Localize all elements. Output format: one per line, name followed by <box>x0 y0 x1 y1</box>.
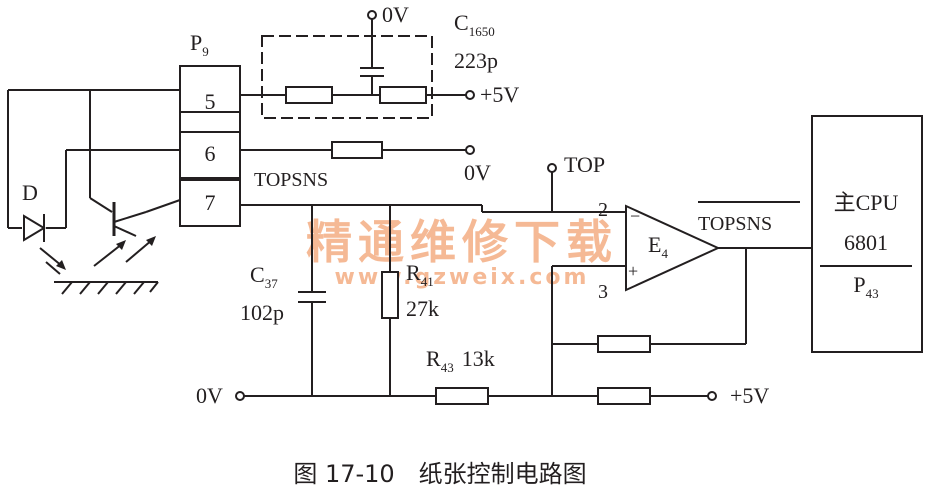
zero-v-top-label: 0V <box>382 2 409 27</box>
plus5v-top-label: +5V <box>480 82 519 107</box>
opamp-e4: 2 3 − + E4 TOPSNS <box>551 199 812 396</box>
plus5v-top-terminal <box>465 90 475 100</box>
opamp-pin3-label: 3 <box>598 281 608 303</box>
phototransistor-icon <box>146 236 156 246</box>
figure-caption: 图 17-10 纸张控制电路图 <box>293 460 586 488</box>
resistor-r41 <box>381 271 399 319</box>
topsns-left-label: TOPSNS <box>254 169 328 191</box>
c37-label: C37 <box>250 262 278 291</box>
cpu-port-label: P43 <box>853 272 878 301</box>
opamp-pin2-label: 2 <box>598 199 608 221</box>
pin6-ground-line: 0V <box>240 141 491 185</box>
p9-pin5-cell <box>179 65 241 113</box>
c1650-label: C1650 <box>454 10 495 39</box>
opamp-plus-label: + <box>628 261 638 281</box>
pin7-label: 7 <box>205 190 216 215</box>
resistor-left-top <box>285 86 333 104</box>
cpu-box <box>811 115 923 353</box>
plus5v-bottom-terminal <box>707 391 717 401</box>
connector-p9: P9 5 6 7 <box>179 30 241 227</box>
cpu-title: 主CPU <box>834 190 899 215</box>
cpu-model: 6801 <box>844 230 888 255</box>
diode-d-icon <box>23 214 46 242</box>
opamp-minus-label: − <box>630 206 640 226</box>
e4-label: E4 <box>648 232 668 261</box>
c1650-value: 223p <box>454 48 498 73</box>
resistor-right-top <box>379 86 427 104</box>
zero-v-mid-label: 0V <box>464 160 491 185</box>
c1650-network: 0V C1650 223p +5V <box>240 2 519 119</box>
resistor-feedback <box>597 335 651 353</box>
watermark-url: www.gzweix.com <box>335 265 590 290</box>
optical-sensor: D <box>7 89 181 295</box>
r41-label: R41 <box>406 260 434 289</box>
top-terminal <box>547 163 557 173</box>
p9-pin7-cell <box>179 179 241 227</box>
watermark-title: 精通维修下载 <box>306 215 618 269</box>
r41-value: 27k <box>406 296 439 321</box>
main-cpu: 主CPU 6801 P43 <box>811 115 923 353</box>
zero-v-bottom-terminal <box>235 391 245 401</box>
watermark: 精通维修下载 www.gzweix.com <box>306 215 618 290</box>
pin6-label: 6 <box>205 141 216 166</box>
p9-pin6-cell <box>179 131 241 179</box>
zero-v-mid-terminal <box>465 145 475 155</box>
topsns-right-label: TOPSNS <box>698 213 772 235</box>
zero-v-top-terminal <box>367 10 377 20</box>
p9-label: P9 <box>190 30 209 59</box>
resistor-pin6 <box>331 141 383 159</box>
resistor-bias <box>597 387 651 405</box>
c37-r41-network: C37 102p R41 27k <box>240 205 439 396</box>
pin5-label: 5 <box>205 89 216 114</box>
c37-value: 102p <box>240 300 284 325</box>
diode-label: D <box>22 180 38 205</box>
resistor-r43 <box>435 387 489 405</box>
topsns-line: TOPSNS TOP <box>240 152 626 213</box>
zero-v-bottom-label: 0V <box>196 383 223 408</box>
plus5v-bottom-label: +5V <box>730 383 769 408</box>
top-label: TOP <box>564 152 605 177</box>
opamp-e4-icon <box>625 204 721 292</box>
c1650-dashed-box <box>261 35 433 119</box>
